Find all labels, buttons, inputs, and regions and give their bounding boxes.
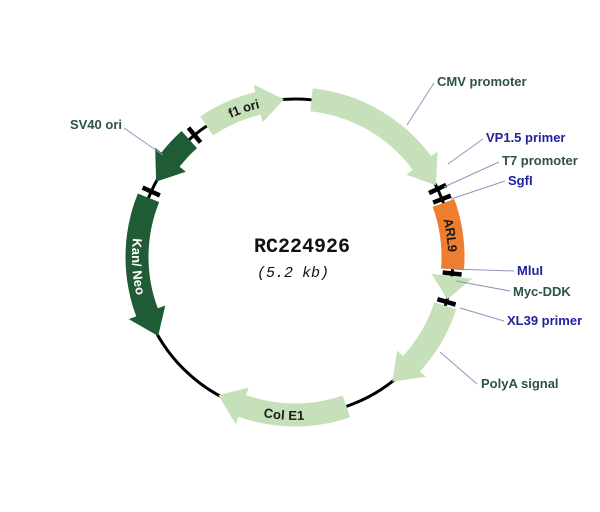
label-cmv-promoter: CMV promoter [437,74,527,89]
feature-arl9-gene [432,199,465,271]
feature-f1-ori [200,84,284,136]
leader-line-t7-promoter [443,161,500,188]
band-label-arl9-gene: ARL9 [441,217,461,253]
label-t7-promoter: T7 promoter [502,153,578,168]
leader-line-cmv-promoter [406,82,435,126]
feature-kan-neo [125,193,166,336]
restriction-site-tick [432,193,452,205]
feature-sv40-ori [155,131,197,182]
restriction-site-tick [141,185,161,198]
restriction-site-tick [442,270,462,277]
label-myc-ddk: Myc-DDK [513,284,571,299]
feature-myc-ddk-tag [431,273,473,300]
band-label-col-e1: Col E1 [263,405,305,423]
label-sv40-ori: SV40 ori [70,117,122,132]
leader-line-sv40-ori [123,127,164,156]
band-label-kan-neo: Kan/ Neo [129,238,148,296]
label-xl39-primer: XL39 primer [507,313,582,328]
leader-line-mlui-site [451,268,515,272]
label-sgfi-site: SgfI [508,173,533,188]
leader-line-polya-signal [439,351,478,385]
feature-col-e1 [218,387,351,427]
leader-line-vp15-primer [447,138,484,165]
label-vp15-primer: VP1.5 primer [486,130,566,145]
plasmid-name: RC224926 [254,236,350,259]
leader-line-xl39-primer [459,307,505,322]
feature-polya-region [392,302,457,382]
label-polya-signal: PolyA signal [481,376,559,391]
restriction-site-tick [436,297,457,307]
restriction-site-tick [186,126,203,144]
restriction-site-tick [428,182,448,196]
label-mlui-site: MluI [517,263,543,278]
leader-line-sgfi-site [450,180,506,200]
leader-line-myc-ddk [455,280,511,292]
feature-cmv-promoter [310,88,438,186]
plasmid-size: (5.2 kb) [257,265,329,282]
